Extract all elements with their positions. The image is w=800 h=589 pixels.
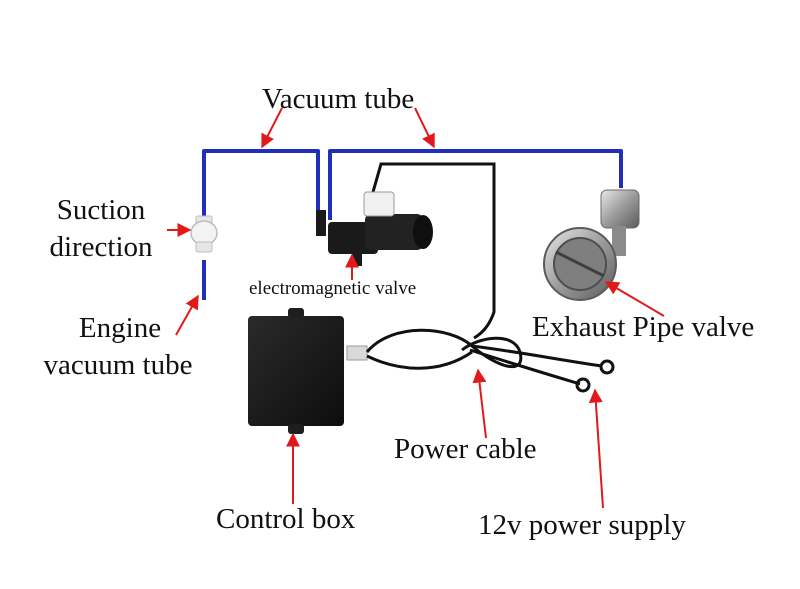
electromagnetic-valve xyxy=(316,191,433,266)
right-vacuum-tube xyxy=(328,149,623,220)
pointer-arrows xyxy=(167,107,665,509)
label-engine-line1: Engine xyxy=(78,312,162,344)
arrow-vacuum-right xyxy=(414,107,435,149)
label-suction-line2: direction xyxy=(49,231,153,263)
label-control-box: Control box xyxy=(216,503,356,535)
left-vacuum-tube xyxy=(202,149,320,300)
wire-harness xyxy=(365,328,603,386)
arrow-power-cable xyxy=(472,368,487,439)
label-suction-line1: Suction xyxy=(56,194,146,226)
exhaust-pipe-valve xyxy=(543,189,640,301)
label-vacuum-tube: Vacuum tube xyxy=(262,83,415,115)
control-box xyxy=(248,308,368,434)
suction-filter xyxy=(190,215,218,253)
label-power-cable: Power cable xyxy=(394,433,537,465)
arrow-engine-tube xyxy=(175,294,199,336)
ring-terminals xyxy=(575,359,615,393)
label-engine-line2: vacuum tube xyxy=(43,349,193,381)
label-12v-power-supply: 12v power supply xyxy=(478,509,686,541)
label-electromagnetic-valve: electromagnetic valve xyxy=(249,278,417,299)
valve-signal-cable xyxy=(371,162,496,340)
arrow-exhaust-valve xyxy=(604,281,665,317)
arrow-power-supply xyxy=(588,388,604,509)
label-exhaust-pipe-valve: Exhaust Pipe valve xyxy=(532,311,755,343)
arrow-vacuum-left xyxy=(261,107,283,149)
vacuum-tube-lines xyxy=(202,149,623,300)
